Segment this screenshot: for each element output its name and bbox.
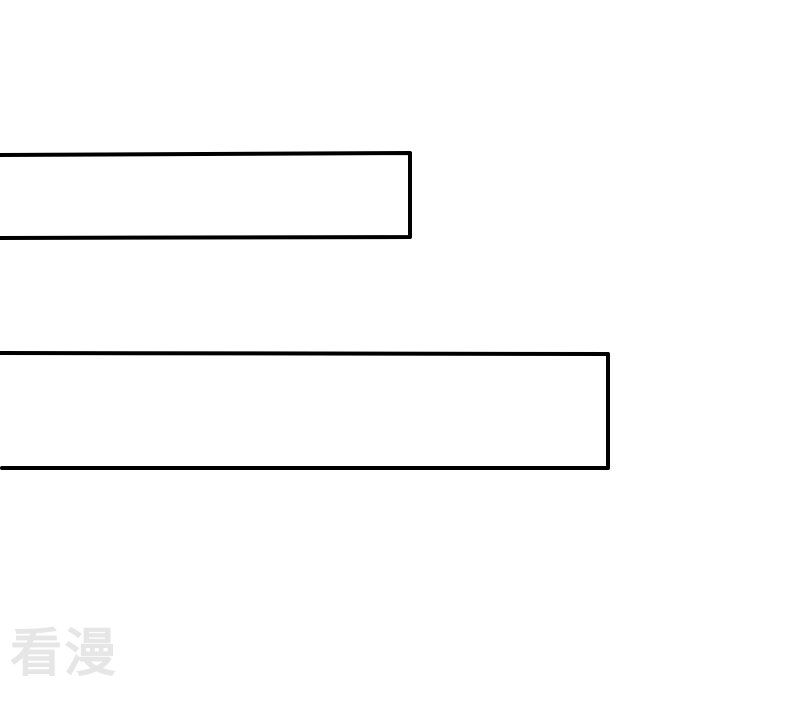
site-watermark: 看漫 <box>10 624 119 684</box>
upper-empty-box <box>0 151 412 240</box>
lower-empty-box <box>0 351 610 470</box>
